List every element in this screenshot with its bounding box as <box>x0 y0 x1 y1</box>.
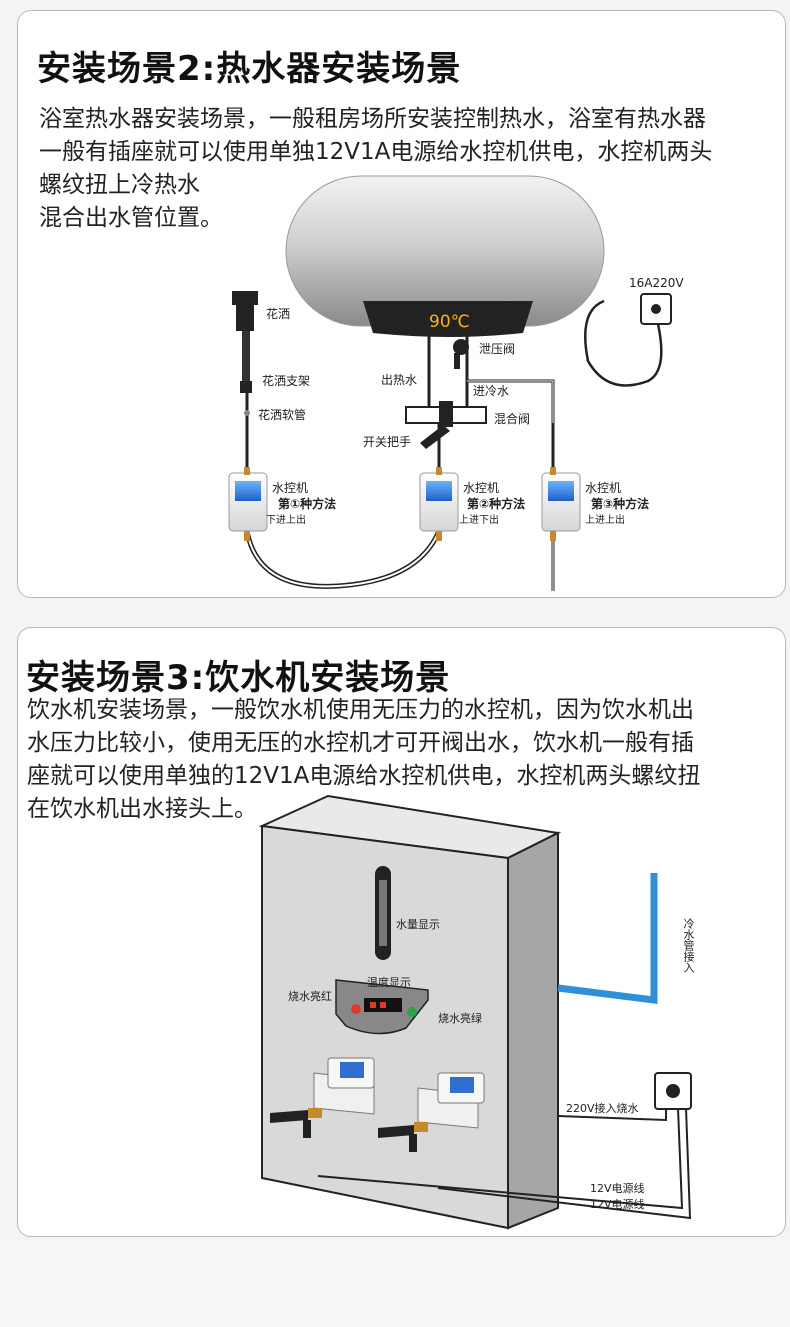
controller-2 <box>419 467 459 541</box>
temperature-display: 90℃ <box>429 312 470 332</box>
wall-socket-icon <box>654 1072 692 1110</box>
hot-out-label: 出热水 <box>381 373 417 387</box>
power-220-label: 220V接入烧水 <box>566 1102 639 1115</box>
controller-screen-icon <box>548 481 574 501</box>
scene3-desc-line: 饮水机安装场景，一般饮水机使用无压力的水控机，因为饮水机出 <box>27 697 694 723</box>
controller-3-flow: 上进上出 <box>585 513 625 526</box>
cold-pipe-label: 冷水管接入 <box>640 918 695 973</box>
power-12-label-b: 12V电源线 <box>590 1197 645 1211</box>
controller-screen-icon <box>340 1062 364 1078</box>
water-heater-tank <box>285 175 605 337</box>
mixing-valve-label: 混合阀 <box>494 411 530 426</box>
scene2-desc-line: 浴室热水器安装场景，一般租房场所安装控制热水，浴室有热水器 <box>39 106 706 132</box>
water-level-tube-icon <box>375 866 391 960</box>
switch-handle-label: 开关把手 <box>363 435 411 449</box>
scene2-card: 安装场景2:热水器安装场景 浴室热水器安装场景，一般租房场所安装控制热水，浴室有… <box>17 10 786 598</box>
boil-green-label: 烧水亮绿 <box>438 1011 482 1025</box>
scene2-title: 安装场景2:热水器安装场景 <box>37 49 462 89</box>
shower-hose-label: 花洒软管 <box>258 407 306 422</box>
dispenser-controller-2 <box>378 1072 485 1152</box>
power-12-label-a: 12V电源线 <box>590 1181 645 1195</box>
scene3-desc-line: 在饮水机出水接头上。 <box>27 796 257 822</box>
shower-head-icon <box>232 291 258 393</box>
socket-label: 16A220V <box>629 276 684 290</box>
scene3-desc-line: 座就可以使用单独的12V1A电源给水控机供电，水控机两头螺纹扭 <box>27 763 701 789</box>
scene2-desc-line: 一般有插座就可以使用单独12V1A电源给水控机供电，水控机两头 <box>39 139 713 165</box>
scene3-card: 安装场景3:饮水机安装场景 饮水机安装场景，一般饮水机使用无压力的水控机，因为饮… <box>17 627 786 1237</box>
controller-2-flow: 上进下出 <box>459 513 499 526</box>
controller-3-method: 第③种方法 <box>591 496 649 511</box>
water-level-label: 水量显示 <box>396 918 440 931</box>
shower-bracket-label: 花洒支架 <box>262 373 310 388</box>
power-socket-icon <box>640 293 672 325</box>
scene3-title: 安装场景3:饮水机安装场景 <box>26 658 451 698</box>
controller-1-name: 水控机 <box>272 481 308 495</box>
controller-screen-icon <box>450 1077 474 1093</box>
control-panel <box>335 979 429 1035</box>
cold-water-pipe <box>557 873 658 1004</box>
scene2-desc-line: 螺纹扭上冷热水 <box>39 172 200 198</box>
controller-3 <box>541 467 581 541</box>
mixing-valve-icon <box>405 401 487 449</box>
controller-screen-icon <box>235 481 261 501</box>
controller-1 <box>228 467 268 541</box>
scene3-desc-line: 水压力比较小，使用无压的水控机才可开阀出水，饮水机一般有插 <box>27 730 694 756</box>
temp-display-label: 温度显示 <box>367 975 411 989</box>
boil-red-label: 烧水亮红 <box>288 989 332 1003</box>
shower-label: 花洒 <box>266 306 290 321</box>
controller-1-flow: 下进上出 <box>266 513 306 526</box>
relief-valve-label: 泄压阀 <box>479 342 515 356</box>
controller-3-name: 水控机 <box>585 481 621 495</box>
cold-in-label: 进冷水 <box>473 384 509 398</box>
water-heater-diagram: 90℃ 16A220V 花洒 花洒支架 花洒软管 泄压阀 出热水 进冷水 <box>228 175 684 591</box>
controller-1-method: 第①种方法 <box>278 496 336 511</box>
controller-screen-icon <box>426 481 452 501</box>
relief-valve-icon <box>453 339 469 369</box>
dispenser-diagram: 水量显示 温度显示 烧水亮红 烧水亮绿 冷水管接入 220V接入烧水 12V电源… <box>258 794 695 1230</box>
dispenser-controller-1 <box>270 1057 375 1138</box>
scene3-description: 饮水机安装场景，一般饮水机使用无压力的水控机，因为饮水机出 水压力比较小，使用无… <box>27 694 779 826</box>
controller-2-method: 第②种方法 <box>467 496 525 511</box>
controller-2-name: 水控机 <box>463 481 499 495</box>
scene2-description: 浴室热水器安装场景，一般租房场所安装控制热水，浴室有热水器 一般有插座就可以使用… <box>39 103 779 235</box>
scene2-desc-line: 混合出水管位置。 <box>39 205 223 231</box>
page-footer-band <box>0 1240 790 1327</box>
green-indicator-icon <box>407 1007 417 1017</box>
red-indicator-icon <box>351 1004 361 1014</box>
